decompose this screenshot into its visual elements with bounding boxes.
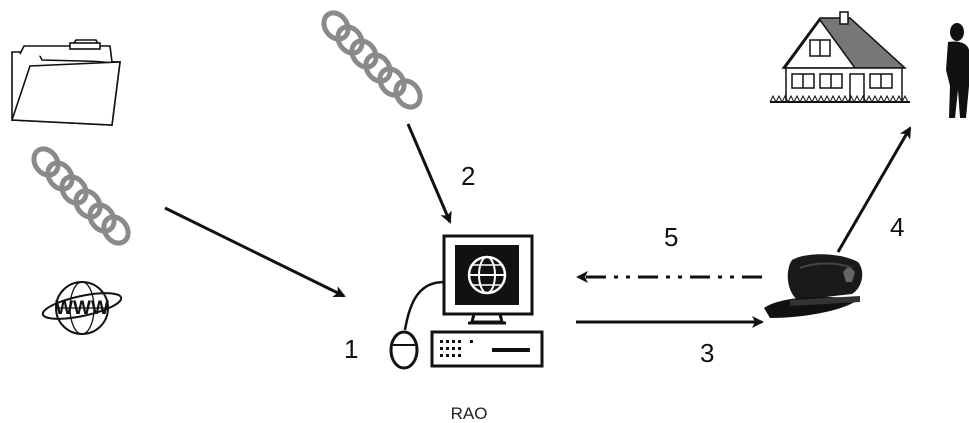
arrow-1 [164,206,346,298]
label-step-1: 1 [344,334,358,364]
label-step-4: 4 [890,212,904,242]
house-icon [769,11,910,104]
computer-caption: RAO [451,404,488,423]
arrow-4 [836,126,912,253]
label-step-5: 5 [664,222,678,252]
person-silhouette-icon [946,23,969,119]
chain-icon-left [31,146,131,246]
label-step-2: 2 [461,161,475,191]
police-cap-icon [764,254,863,318]
computer-icon [389,234,544,370]
chain-icon-top [321,10,423,110]
label-step-3: 3 [700,338,714,368]
www-text: WWW [55,298,109,319]
arrow-2 [406,123,452,224]
www-globe-icon: WWW [41,281,123,335]
folder-icon [10,39,121,126]
